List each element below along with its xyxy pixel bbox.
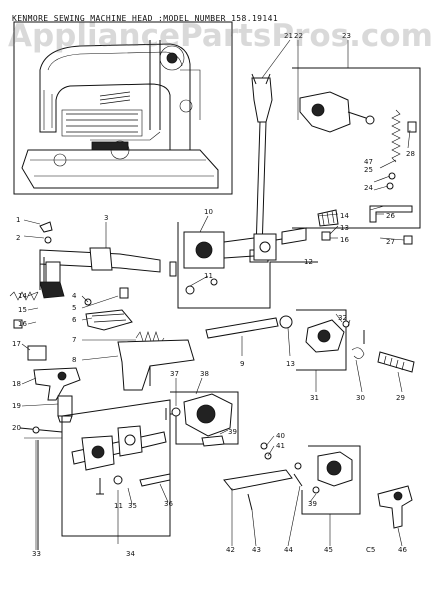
- callout-18: 18: [12, 380, 21, 388]
- callout-8: 8: [72, 356, 76, 364]
- callout-24: 24: [364, 184, 373, 192]
- callout-16-right: 16: [340, 236, 349, 244]
- callout-36: 36: [164, 500, 173, 508]
- part-31-group: [296, 309, 415, 373]
- callout-27: 27: [386, 238, 395, 246]
- callout-13: 13: [286, 360, 295, 368]
- callout-1: 1: [16, 216, 20, 224]
- callout-28: 28: [406, 150, 415, 158]
- callout-43: 43: [252, 546, 261, 554]
- callout-17: 17: [12, 340, 21, 348]
- callout-14-left: 14: [18, 292, 27, 300]
- part-38-cam-group: [165, 391, 239, 447]
- part-42-lever: [223, 442, 303, 511]
- callout-47: 47: [364, 158, 373, 166]
- part-14-spring: [317, 209, 339, 241]
- callout-15: 15: [18, 306, 27, 314]
- callout-16: 16: [18, 320, 27, 328]
- machine-overview-inset: [13, 21, 233, 195]
- leader-lines: [21, 39, 411, 550]
- callout-40: 40: [276, 432, 285, 440]
- part-10-bracket-group: [169, 222, 318, 309]
- part-screws-left: [13, 221, 53, 550]
- callout-39-lower: 39: [308, 500, 317, 508]
- callout-10: 10: [204, 208, 213, 216]
- part-6-lever-assembly: [84, 287, 293, 391]
- callout-31: 31: [310, 394, 319, 402]
- diagram-title: KENMORE SEWING MACHINE HEAD :MODEL NUMBE…: [12, 14, 279, 23]
- callout-9: 9: [240, 360, 244, 368]
- callout-29: 29: [396, 394, 405, 402]
- callout-6: 6: [72, 316, 77, 324]
- callout-21: 21: [284, 32, 293, 40]
- callout-35: 35: [128, 502, 137, 510]
- callout-20: 20: [12, 424, 21, 432]
- callout-34: 34: [126, 550, 135, 558]
- part-46-presser: [377, 485, 413, 529]
- part-34-box-group: [19, 399, 171, 537]
- callout-13-right: 13: [340, 224, 349, 232]
- callout-7: 7: [72, 336, 76, 344]
- callout-39-upper: 39: [228, 428, 237, 436]
- callout-33: 33: [32, 550, 41, 558]
- callout-4: 4: [72, 292, 77, 300]
- callout-2: 2: [16, 234, 20, 242]
- callout-26: 26: [386, 212, 395, 220]
- part-3-main-shaft: [9, 247, 161, 301]
- callout-11-lower: 11: [114, 502, 123, 510]
- callout-19: 19: [12, 402, 21, 410]
- callout-23: 23: [342, 32, 351, 40]
- footer-mark: C5: [366, 546, 375, 554]
- callout-38: 38: [200, 370, 209, 378]
- callout-42: 42: [226, 546, 235, 554]
- callout-25: 25: [364, 166, 373, 174]
- callout-45: 45: [324, 546, 333, 554]
- callout-32: 32: [338, 314, 347, 322]
- callout-11: 11: [204, 272, 213, 280]
- callout-30: 30: [356, 394, 365, 402]
- callout-5: 5: [72, 304, 76, 312]
- callout-44: 44: [284, 546, 293, 554]
- part-17-foot-assembly: [27, 345, 81, 423]
- part-45-box-group: [301, 445, 361, 515]
- callout-46: 46: [398, 546, 407, 554]
- callout-3: 3: [104, 214, 108, 222]
- callout-22: 22: [294, 32, 303, 40]
- part-22-box-group: [292, 67, 421, 245]
- callout-41: 41: [276, 442, 285, 450]
- callout-12: 12: [304, 258, 313, 266]
- callout-14-right: 14: [340, 212, 349, 220]
- callout-37: 37: [170, 370, 179, 378]
- callout-labels: 1 2 3 4 5 6 7 8 9 10 11 12 13 14 15 16 1…: [12, 32, 415, 558]
